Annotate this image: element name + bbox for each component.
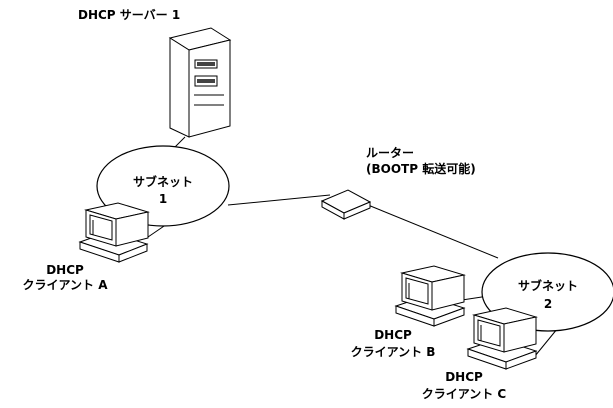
client-b-label-line1: DHCP xyxy=(338,328,448,342)
computer-b-icon xyxy=(396,266,464,326)
link-subnet1-router xyxy=(228,195,330,205)
client-c-label-line2: クライアント C xyxy=(409,387,519,401)
subnet1-label-line2: 1 xyxy=(108,192,218,206)
server-label: DHCP サーバー 1 xyxy=(78,8,180,22)
client-b-label-line2: クライアント B xyxy=(338,345,448,359)
link-router-subnet2 xyxy=(368,205,498,258)
computer-c-icon xyxy=(468,308,536,369)
server-icon xyxy=(170,28,230,137)
client-a-label-line1: DHCP xyxy=(10,263,120,277)
subnet2-label-line1: サブネット xyxy=(493,279,603,293)
subnet2-label-line2: 2 xyxy=(493,297,603,311)
subnet1-label-line1: サブネット xyxy=(108,175,218,189)
router-label-line2: (BOOTP 転送可能) xyxy=(366,162,476,176)
router-label-line1: ルーター xyxy=(366,146,414,160)
computer-a-icon xyxy=(80,203,148,262)
router-icon xyxy=(322,190,370,219)
client-c-label-line1: DHCP xyxy=(409,370,519,384)
client-a-label-line2: クライアント A xyxy=(10,278,120,292)
